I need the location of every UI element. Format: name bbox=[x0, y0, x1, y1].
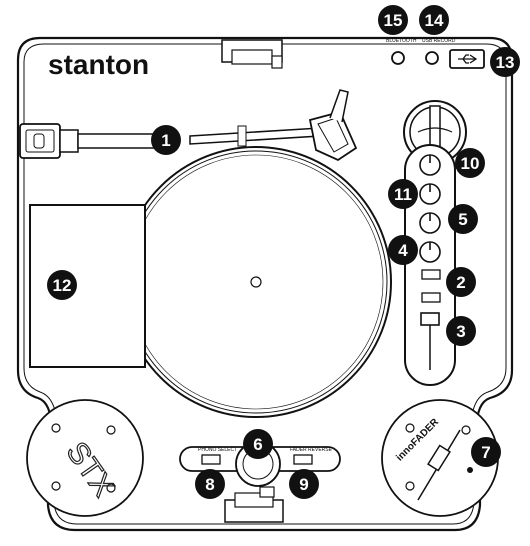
svg-text:15: 15 bbox=[384, 11, 403, 30]
svg-text:11: 11 bbox=[394, 185, 412, 204]
turntable-body-outline bbox=[16, 36, 514, 532]
top-dust-cover-hinge bbox=[221, 39, 283, 69]
bluetooth-button[interactable] bbox=[391, 51, 405, 65]
svg-text:12: 12 bbox=[53, 276, 72, 295]
crossfader-cap[interactable] bbox=[427, 444, 451, 472]
mixer-switch-lower[interactable] bbox=[421, 292, 441, 303]
svg-text:7: 7 bbox=[481, 443, 490, 462]
svg-text:3: 3 bbox=[456, 322, 465, 341]
svg-text:4: 4 bbox=[398, 241, 408, 260]
callout-1: 1 bbox=[151, 125, 181, 155]
svg-text:8: 8 bbox=[205, 475, 214, 494]
callout-13: 13 bbox=[490, 47, 520, 77]
fader-reverse-switch[interactable] bbox=[293, 454, 313, 465]
bluetooth-label: BLUETOOTH bbox=[386, 38, 417, 44]
mixer-switch-upper[interactable] bbox=[421, 269, 441, 280]
callout-12: 12 bbox=[47, 270, 77, 300]
mixer-knobs bbox=[419, 154, 441, 263]
callout-4: 4 bbox=[388, 235, 418, 265]
callout-6: 6 bbox=[243, 429, 273, 459]
fader-reverse-label: FADER REVERSE bbox=[290, 447, 333, 453]
svg-text:5: 5 bbox=[458, 210, 467, 229]
svg-text:14: 14 bbox=[425, 11, 444, 30]
callout-3: 3 bbox=[446, 316, 476, 346]
usb-record-label: USB RECORD bbox=[422, 38, 456, 44]
callout-11: 11 bbox=[388, 179, 418, 209]
svg-text:1: 1 bbox=[161, 131, 170, 150]
port-labels: BLUETOOTH USB RECORD bbox=[386, 38, 456, 44]
callout-15: 15 bbox=[378, 5, 408, 35]
stx-logo-panel: STX bbox=[26, 399, 144, 517]
callout-9: 9 bbox=[289, 469, 319, 499]
usb-icon[interactable] bbox=[449, 49, 485, 69]
svg-text:13: 13 bbox=[496, 53, 515, 72]
callout-10: 10 bbox=[455, 148, 485, 178]
svg-text:2: 2 bbox=[456, 273, 465, 292]
phono-select-switch[interactable] bbox=[201, 454, 221, 465]
mixer-panel bbox=[404, 144, 456, 386]
callout-7: 7 bbox=[471, 437, 501, 467]
svg-text:6: 6 bbox=[253, 435, 262, 454]
callout-14: 14 bbox=[419, 5, 449, 35]
platter bbox=[120, 146, 392, 418]
tone-arm bbox=[19, 89, 358, 162]
callout-8: 8 bbox=[195, 469, 225, 499]
svg-text:9: 9 bbox=[299, 475, 308, 494]
pitch-fader-cap[interactable] bbox=[420, 312, 440, 326]
brand-logo: stanton bbox=[48, 49, 149, 80]
callout-5: 5 bbox=[448, 204, 478, 234]
bottom-dust-cover-hinge bbox=[224, 486, 284, 523]
phono-select-label: PHONO SELECT bbox=[198, 447, 237, 453]
svg-text:10: 10 bbox=[461, 154, 480, 173]
usb-record-button[interactable] bbox=[425, 51, 439, 65]
callout-2: 2 bbox=[446, 267, 476, 297]
turntable-body-inner-outline bbox=[23, 43, 507, 525]
